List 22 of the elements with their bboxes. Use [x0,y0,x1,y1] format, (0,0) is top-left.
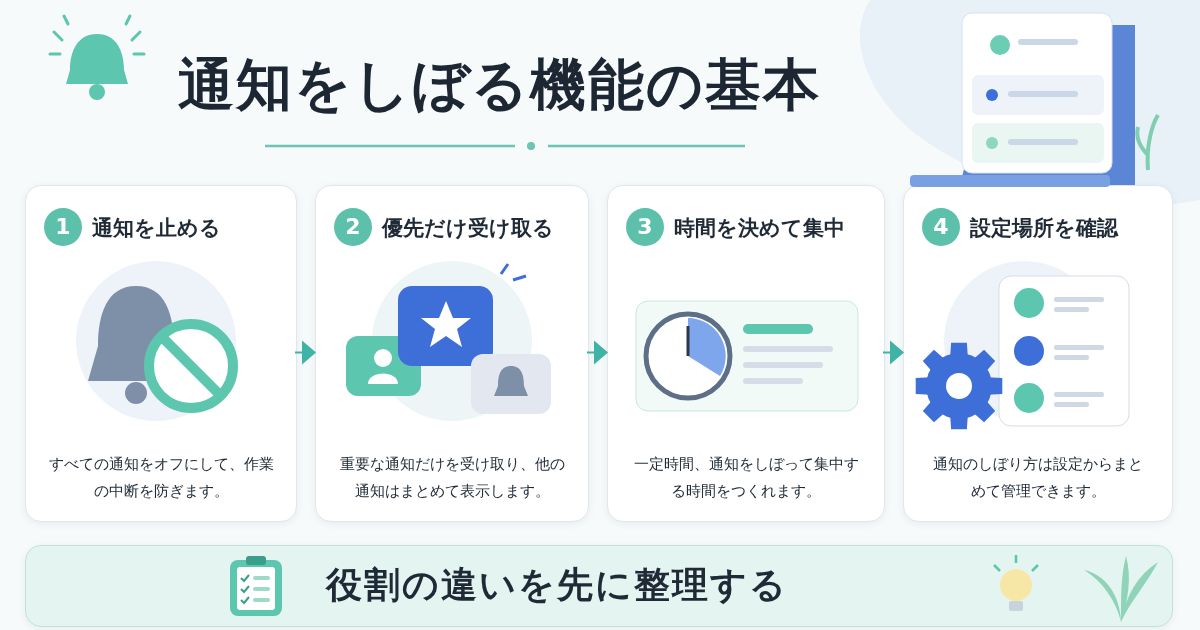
chevron-arrow [586,340,608,365]
chevron-arrow [294,340,316,365]
step-description: 一定時間、通知をしぼって集中する時間をつくれます。 [632,454,860,502]
step-heading: 優先だけ受け取る [382,215,554,242]
banner-heading: 役割の違いを先に整理する [326,563,788,607]
step-description: 重要な通知だけを受け取り、他の通知はまとめて表示します。 [338,454,566,502]
step-heading: 時間を決めて集中 [674,215,845,242]
step-card [315,185,589,522]
step-card [903,185,1173,522]
step-number: 2 [334,208,372,246]
step-number: 3 [626,208,664,246]
step-card [607,185,885,522]
step-heading: 通知を止める [92,215,221,242]
step-heading: 設定場所を確認 [970,215,1118,242]
step-number: 1 [44,208,82,246]
title: 通知をしぼる機能の基本 [178,51,821,119]
step-description: すべての通知をオフにして、作業の中断を防ぎます。 [48,454,274,502]
step-description: 通知のしぼり方は設定からまとめて管理できます。 [932,454,1144,502]
chevron-arrow [882,340,904,365]
step-number: 4 [922,208,960,246]
summary-banner [25,545,1173,627]
step-card [25,185,297,522]
